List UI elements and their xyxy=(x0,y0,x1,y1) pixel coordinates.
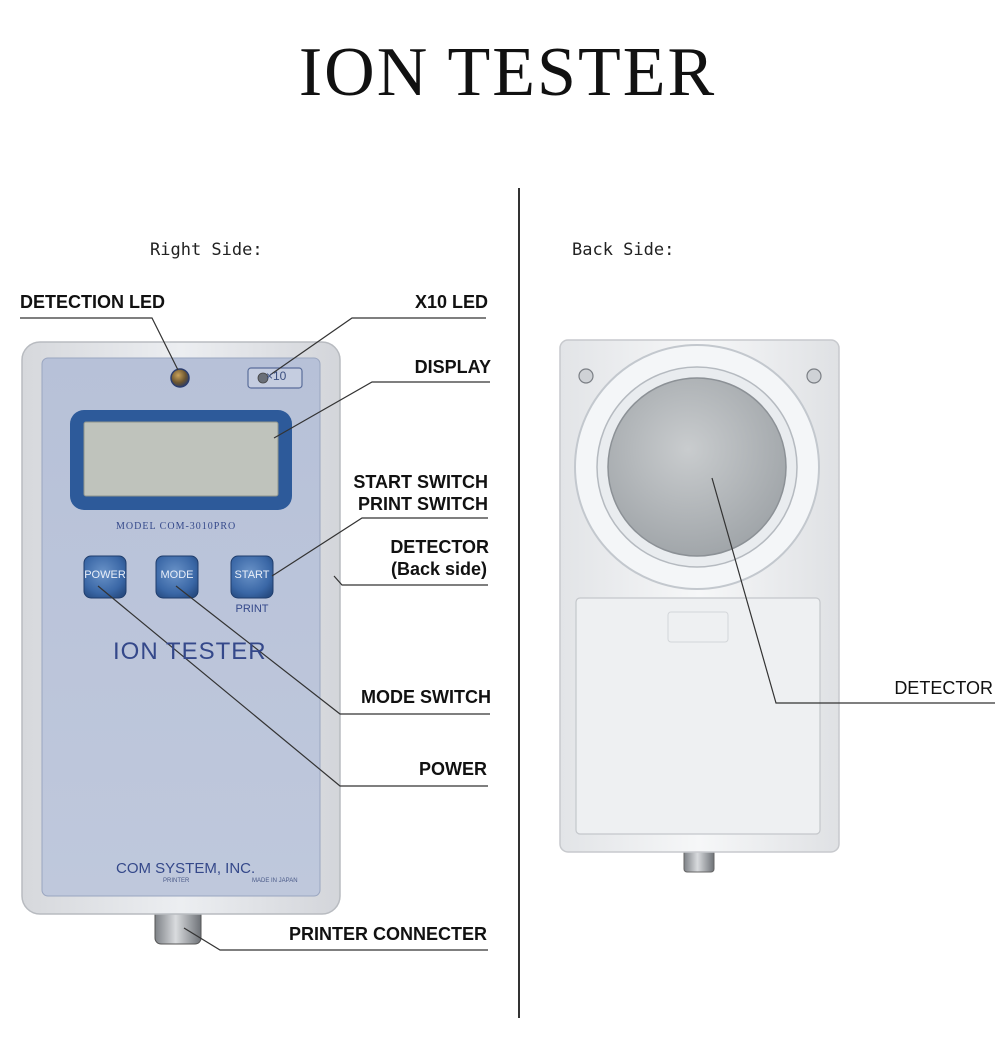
printer-label: PRINTER xyxy=(163,878,190,884)
detector-disc xyxy=(607,377,787,557)
callout-printer-connecter: PRINTER CONNECTER xyxy=(288,924,487,944)
leader-lines xyxy=(20,317,995,951)
front-device xyxy=(21,341,341,945)
display-screen xyxy=(83,421,279,497)
leader-detector-back xyxy=(333,575,488,586)
made-in-label: MADE IN JAPAN xyxy=(252,878,298,884)
mode-button-shape xyxy=(155,555,199,599)
back-side-heading: Back Side: xyxy=(572,240,675,260)
callout-detection-led: DETECTION LED xyxy=(20,292,166,312)
screw-right xyxy=(806,368,822,384)
leader-back-detector xyxy=(711,477,995,704)
leader-x10-led xyxy=(269,317,486,376)
screw-left xyxy=(578,368,594,384)
detection-led xyxy=(170,368,190,388)
power-button-shape xyxy=(83,555,127,599)
mode-button[interactable]: MODE xyxy=(160,569,194,581)
page-title: ION TESTER xyxy=(298,34,717,111)
x10-led-icon xyxy=(257,372,269,384)
leader-detection-led xyxy=(20,317,179,371)
callout-detector-sub: (Back side) xyxy=(390,559,487,579)
x10-badge-text: ×10 xyxy=(266,369,287,383)
brand-label: ION TESTER xyxy=(113,638,267,665)
callout-mode-switch: MODE SWITCH xyxy=(361,687,491,707)
right-side-heading: Right Side: xyxy=(150,240,263,260)
callout-x10-led: X10 LED xyxy=(414,292,488,312)
power-button[interactable]: POWER xyxy=(84,569,126,581)
leader-power xyxy=(97,585,488,787)
print-label: PRINT xyxy=(235,603,269,615)
leader-mode-switch xyxy=(175,585,490,715)
battery-cover xyxy=(575,597,821,835)
leader-start-switch xyxy=(271,517,488,577)
callout-display: DISPLAY xyxy=(414,357,491,377)
callout-power: POWER xyxy=(418,759,487,779)
start-button[interactable]: START xyxy=(234,569,270,581)
start-button-shape xyxy=(230,555,274,599)
callout-start-switch: START SWITCH xyxy=(353,472,488,492)
maker-label: COM SYSTEM, INC. xyxy=(116,860,256,877)
back-device xyxy=(559,339,840,873)
model-label: MODEL COM-3010PRO xyxy=(116,521,237,532)
callout-back-detector: DETECTOR xyxy=(894,678,993,698)
leader-printer-connecter xyxy=(183,927,488,951)
callout-print-switch: PRINT SWITCH xyxy=(358,494,488,514)
center-divider xyxy=(518,188,520,1018)
leader-display xyxy=(273,381,490,439)
battery-cover-latch xyxy=(667,611,729,643)
callout-detector: DETECTOR xyxy=(390,537,489,557)
